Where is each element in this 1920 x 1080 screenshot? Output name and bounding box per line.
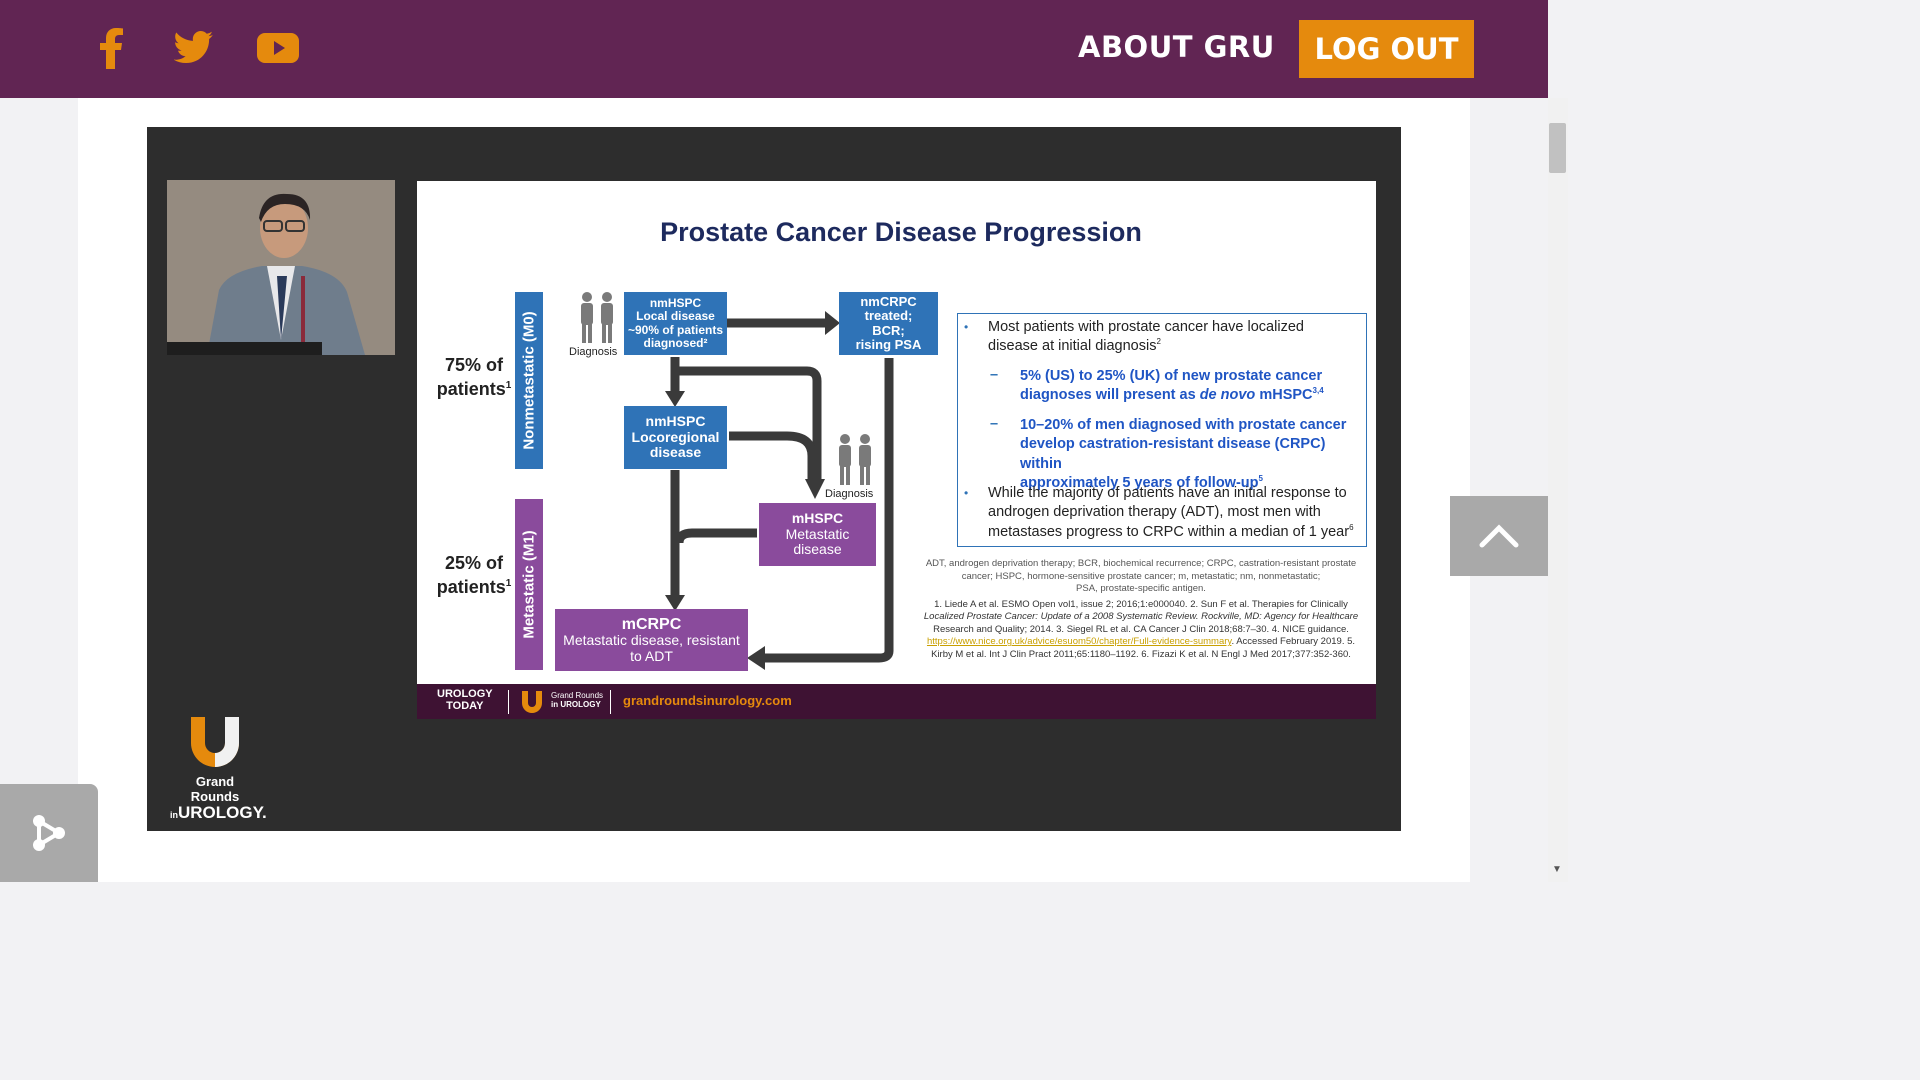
scroll-down-arrow-icon[interactable]: ▼ [1552,864,1562,875]
bullet-marker: • [964,486,969,500]
diagnosis-label: Diagnosis [569,346,618,358]
bullet-marker: • [964,320,969,334]
info-sub-bullet-1: 5% (US) to 25% (UK) of new prostate canc… [1020,368,1324,404]
chevron-up-icon [1479,524,1519,548]
nonmetastatic-m0-bar: Nonmetastatic (M0) [515,292,543,469]
footer-site-url: grandroundsinurology.com [623,693,792,708]
diagnosis-label: Diagnosis [825,488,874,500]
dash-marker: – [990,367,999,383]
slide-title: Prostate Cancer Disease Progression [660,217,1142,247]
patient-people-icon [839,434,871,485]
speaker-video-thumbnail [167,180,395,355]
info-bullet-1: Most patients with prostate cancer have … [988,319,1304,355]
nice-guidance-link[interactable]: https://www.nice.org.uk/advice/esuom50/c… [926,636,1232,648]
info-bullet-2: While the majority of patients have an i… [988,485,1354,540]
twitter-icon[interactable] [172,24,216,72]
share-button[interactable] [0,784,98,882]
top-nav-bar: ABOUT GRU LOG OUT [0,0,1548,98]
flow-arrows [665,311,894,670]
patient-people-icon [581,292,613,343]
gru-u-logo-icon [522,691,542,713]
gru-u-logo-icon [191,717,239,767]
dash-marker: – [990,416,999,432]
key-facts-box: • Most patients with prostate cancer hav… [957,313,1367,547]
facebook-icon[interactable] [96,24,126,72]
log-out-button[interactable]: LOG OUT [1299,20,1474,78]
scrollbar-thumb[interactable] [1549,123,1566,173]
about-gru-link[interactable]: ABOUT GRU [1078,30,1275,64]
back-to-top-button[interactable] [1450,496,1548,576]
info-sub-bullet-2: 10–20% of men diagnosed with prostate ca… [1020,417,1347,491]
presentation-slide: Prostate Cancer Disease Progression Diag… [417,181,1376,684]
share-icon [33,815,65,851]
slide-references: ADT, androgen deprivation therapy; BCR, … [923,558,1359,660]
metastatic-m1-bar: Metastatic (M1) [515,499,543,670]
youtube-icon[interactable] [256,24,300,72]
page-scrollbar[interactable] [1548,98,1568,882]
grand-rounds-logo: Grand Rounds inUROLOGY. [170,715,267,821]
